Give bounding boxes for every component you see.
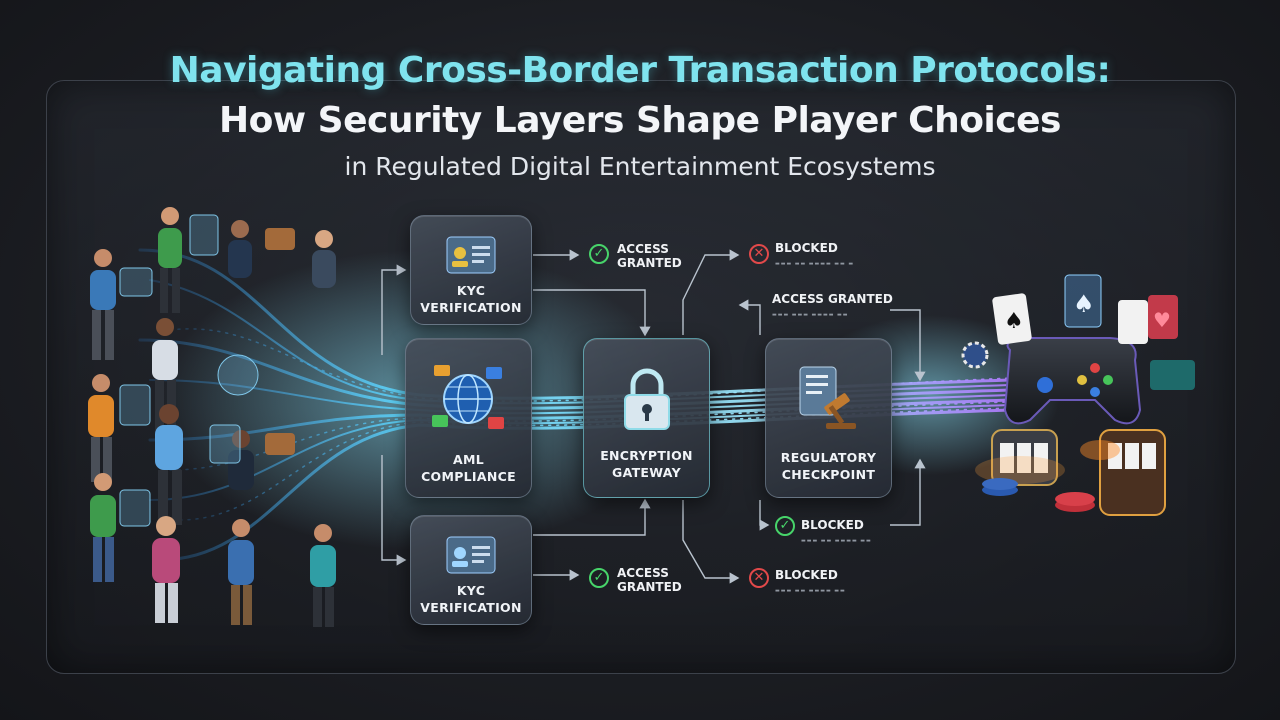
blocked-bottom-fineprint: ▬▬▬ ▬▬ ▬▬▬▬ ▬▬ bbox=[775, 588, 846, 594]
kyc-top-line2: VERIFICATION bbox=[420, 300, 522, 315]
aml-compliance-node[interactable]: AML COMPLIANCE bbox=[405, 338, 532, 498]
card-heart-icon bbox=[1148, 295, 1178, 339]
spade-glyph: ♠ bbox=[1004, 309, 1024, 334]
blocked-bottom: BLOCKED ▬▬▬ ▬▬ ▬▬▬▬ ▬▬ bbox=[775, 568, 846, 598]
access-granted-bottom-line2: GRANTED bbox=[617, 580, 682, 594]
lock-icon bbox=[624, 368, 670, 430]
wallet-icons bbox=[265, 228, 295, 455]
chips-pile-icon bbox=[982, 478, 1095, 512]
chip-stack-icon bbox=[1150, 360, 1195, 390]
blocked-bottom-label: BLOCKED bbox=[775, 568, 838, 582]
check-icon: ✓ bbox=[775, 516, 795, 536]
blocked-mid: BLOCKED ▬▬▬ ▬▬ ▬▬▬▬ ▬▬ bbox=[801, 518, 872, 548]
kyc-top-line1: KYC bbox=[456, 283, 486, 298]
kyc-verification-bottom-node[interactable]: KYC VERIFICATION bbox=[410, 515, 532, 625]
gavel-document-icon bbox=[799, 366, 856, 429]
access-granted-mid: ACCESS GRANTED ▬▬▬ ▬▬▬ ▬▬▬▬ ▬▬ bbox=[772, 292, 893, 322]
blocked-mid-fineprint: ▬▬▬ ▬▬ ▬▬▬▬ ▬▬ bbox=[801, 538, 872, 544]
id-card-icon bbox=[446, 236, 496, 274]
title-line-2: How Security Layers Shape Player Choices bbox=[219, 100, 1061, 141]
kyc-verification-top-node[interactable]: KYC VERIFICATION bbox=[410, 215, 532, 325]
access-granted-bottom: ACCESS GRANTED bbox=[617, 566, 682, 594]
aml-line1: AML bbox=[453, 452, 484, 467]
check-icon: ✓ bbox=[589, 568, 609, 588]
access-granted-top-line2: GRANTED bbox=[617, 256, 682, 270]
svg-text:♥: ♥ bbox=[1153, 308, 1171, 332]
blocked-top-fineprint: ▬▬▬ ▬▬ ▬▬▬▬ ▬▬ ▬ bbox=[775, 261, 855, 267]
access-granted-bottom-line1: ACCESS bbox=[617, 566, 669, 580]
users-group bbox=[88, 207, 336, 627]
check-icon: ✓ bbox=[589, 244, 609, 264]
card-club-icon bbox=[1118, 300, 1148, 344]
card-spade-icon bbox=[992, 293, 1032, 345]
gaming-illustration: ♠ ♠ ♥ bbox=[961, 274, 1195, 516]
regulatory-checkpoint-node[interactable]: REGULATORY CHECKPOINT bbox=[765, 338, 892, 498]
regulatory-line2: CHECKPOINT bbox=[781, 467, 876, 482]
id-card-icon bbox=[446, 536, 496, 574]
kyc-bottom-line1: KYC bbox=[456, 583, 486, 598]
globe-icon bbox=[432, 365, 504, 429]
kyc-bottom-line2: VERIFICATION bbox=[420, 600, 522, 615]
cross-icon: ✕ bbox=[749, 568, 769, 588]
cross-icon: ✕ bbox=[749, 244, 769, 264]
access-granted-top: ACCESS GRANTED bbox=[617, 242, 682, 270]
aml-line2: COMPLIANCE bbox=[421, 469, 516, 484]
blocked-top: BLOCKED ▬▬▬ ▬▬ ▬▬▬▬ ▬▬ ▬ bbox=[775, 241, 854, 271]
floating-panels bbox=[119, 214, 259, 527]
blocked-mid-label: BLOCKED bbox=[801, 518, 864, 532]
encryption-line1: ENCRYPTION bbox=[600, 448, 693, 463]
title-line-1: Navigating Cross-Border Transaction Prot… bbox=[169, 50, 1111, 91]
encryption-line2: GATEWAY bbox=[612, 465, 681, 480]
blocked-top-label: BLOCKED bbox=[775, 241, 838, 255]
svg-text:♠: ♠ bbox=[1073, 290, 1095, 318]
connector-arrows bbox=[381, 249, 926, 584]
access-granted-mid-label: ACCESS GRANTED bbox=[772, 292, 893, 306]
card-holo-icon bbox=[1064, 274, 1102, 328]
encryption-gateway-node[interactable]: ENCRYPTION GATEWAY bbox=[583, 338, 710, 498]
gamepad-icon bbox=[1003, 337, 1142, 425]
chip-icon bbox=[961, 341, 989, 369]
access-granted-top-line1: ACCESS bbox=[617, 242, 669, 256]
regulatory-line1: REGULATORY bbox=[780, 450, 877, 465]
access-granted-mid-fineprint: ▬▬▬ ▬▬▬ ▬▬▬▬ ▬▬ bbox=[772, 312, 849, 318]
title-line-3: in Regulated Digital Entertainment Ecosy… bbox=[344, 152, 936, 181]
